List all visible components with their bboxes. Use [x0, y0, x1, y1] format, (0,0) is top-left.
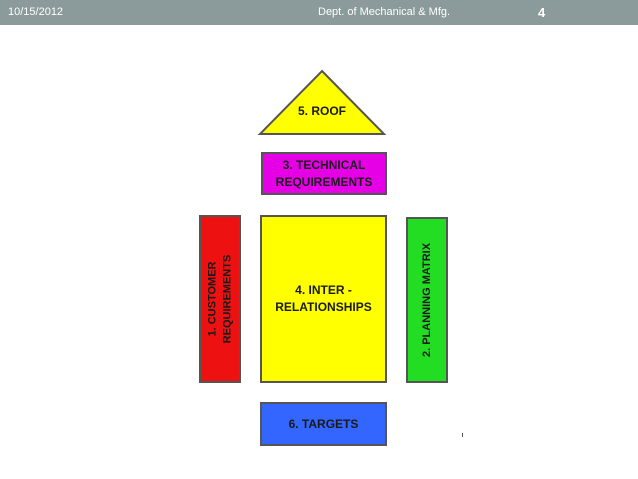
customer-requirements-label-line2: REQUIREMENTS	[221, 254, 233, 344]
slide-page-number: 4	[538, 5, 546, 20]
customer-requirements-label-line1: 1. CUSTOMER	[206, 261, 218, 337]
technical-requirements-label-line2: REQUIREMENTS	[275, 174, 373, 189]
slide-date: 10/15/2012	[8, 6, 64, 18]
targets-label: 6. TARGETS	[288, 417, 359, 431]
slide-header-bar: 10/15/2012 Dept. of Mechanical & Mfg. 4	[0, 0, 638, 25]
roof-label: 5. ROOF	[297, 104, 346, 118]
technical-requirements-label-line1: 3. TECHNICAL	[282, 157, 366, 172]
stray-mark	[462, 433, 463, 437]
planning-matrix-block: 2. PLANNING MATRIX	[406, 217, 448, 383]
inter-relationships-block: 4. INTER - RELATIONSHIPS	[260, 215, 387, 383]
slide-department: Dept. of Mechanical & Mfg.	[318, 6, 451, 18]
customer-requirements-block: 1. CUSTOMER REQUIREMENTS	[199, 215, 241, 383]
roof-triangle	[257, 69, 387, 135]
technical-requirements-block: 3. TECHNICAL REQUIREMENTS	[261, 152, 387, 195]
inter-relationships-label-line1: 4. INTER -	[295, 283, 352, 297]
inter-relationships-label-line2: RELATIONSHIPS	[275, 300, 372, 314]
targets-block: 6. TARGETS	[260, 402, 387, 446]
planning-matrix-label: 2. PLANNING MATRIX	[421, 242, 434, 358]
